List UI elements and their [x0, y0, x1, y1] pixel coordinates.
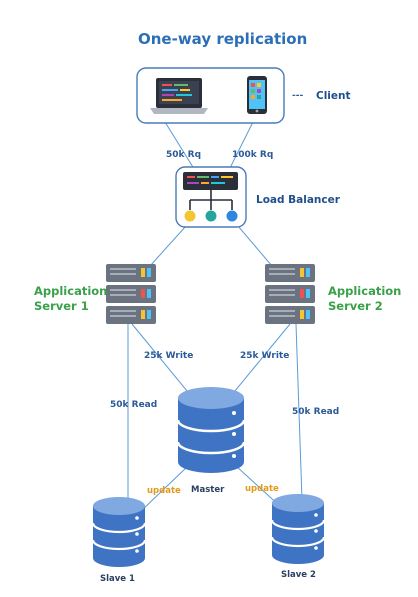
line-app1-master: [131, 323, 193, 398]
line-lb-app2: [237, 225, 273, 267]
master-label: Master: [191, 485, 225, 495]
app-server-1-icon: [106, 264, 156, 324]
slave-2-database-icon: [270, 494, 326, 564]
client-box: [136, 67, 285, 124]
line-master-slave1: [139, 465, 189, 513]
slave-2-update-label: update: [245, 484, 279, 494]
app-server-2-icon: [265, 264, 315, 324]
phone-icon: [247, 76, 267, 114]
diagram-title: One-way replication: [138, 30, 308, 48]
client-label: Client: [316, 90, 351, 102]
app-server-1-label-line1: Application: [34, 284, 108, 298]
slave-2-label: Slave 2: [281, 570, 316, 580]
slave-1-database-icon: [91, 497, 147, 567]
app-server-2-label-line2: Server 2: [328, 299, 383, 313]
client-right-rate: 100k Rq: [232, 150, 274, 160]
slave-1-update-label: update: [147, 486, 181, 496]
line-app2-slave2: [295, 323, 303, 501]
line-client-lb-left: [164, 121, 197, 173]
load-balancer-icon: [175, 166, 247, 228]
app-server-1-write-label: 25k Write: [144, 351, 194, 361]
line-lb-app1: [149, 225, 187, 267]
load-balancer-label: Load Balancer: [256, 194, 340, 206]
client-left-rate: 50k Rq: [166, 150, 202, 160]
master-database-icon: [176, 387, 246, 473]
laptop-icon: [150, 78, 208, 114]
app-server-1-label-line2: Server 1: [34, 299, 89, 313]
app-server-2-read-label: 50k Read: [292, 407, 340, 417]
app-server-2-label-line1: Application: [328, 284, 402, 298]
slave-1-label: Slave 1: [100, 574, 135, 584]
app-server-1-read-label: 50k Read: [110, 400, 158, 410]
line-app2-master: [229, 323, 291, 398]
app-server-2-write-label: 25k Write: [240, 351, 290, 361]
client-dashes: ---: [292, 91, 304, 101]
line-client-lb-right: [227, 121, 254, 173]
